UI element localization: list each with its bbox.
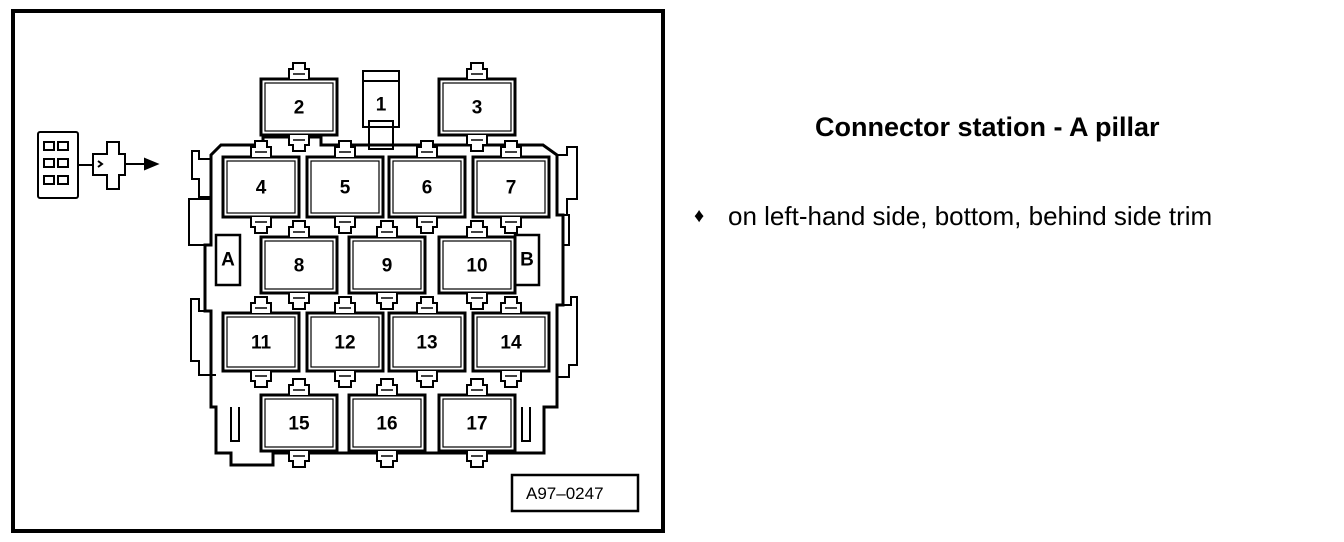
pin-12-label: 12 — [334, 333, 355, 354]
pin-5-label: 5 — [340, 178, 351, 199]
pin-15-label: 15 — [288, 414, 310, 435]
pin-1-lug — [362, 70, 400, 150]
pin-cavity-14: 14 — [471, 296, 551, 388]
pin-cavity-13: 13 — [387, 296, 467, 388]
left-housing-clips — [188, 150, 240, 442]
right-housing-clips — [521, 146, 578, 442]
pin-cavity-3: 3 — [437, 62, 517, 152]
pin-cavity-10: 10 — [437, 220, 517, 310]
mating-plug-sketch — [37, 131, 160, 199]
pin-7-label: 7 — [506, 178, 517, 199]
pin-14-label: 14 — [500, 333, 522, 354]
pin-11-label: 11 — [251, 333, 272, 354]
bullet-icon: ♦ — [694, 205, 705, 227]
pin-cavity-2: 2 — [259, 62, 339, 152]
side-marker-b: B — [513, 233, 541, 287]
pin-10-label: 10 — [466, 256, 487, 277]
pin-6-label: 6 — [422, 178, 433, 199]
pin-16-label: 16 — [376, 414, 397, 435]
pin-cavity-12: 12 — [305, 296, 385, 388]
pin-8-label: 8 — [294, 256, 305, 277]
reference-code-box: A97–0247 — [510, 473, 640, 513]
pin-cavity-15: 15 — [259, 378, 339, 468]
side-label-b: B — [520, 250, 534, 271]
note-item: ♦ on left-hand side, bottom, behind side … — [694, 201, 1212, 232]
pin-9-label: 9 — [382, 256, 393, 277]
pin-cavity-6: 6 — [387, 140, 467, 234]
pin-4-label: 4 — [256, 178, 267, 199]
pin-cavity-11: 11 — [221, 296, 301, 388]
note-text: on left-hand side, bottom, behind side t… — [728, 201, 1213, 231]
pin-17-label: 17 — [466, 414, 487, 435]
pin-cavity-7: 7 — [471, 140, 551, 234]
pin-cavity-8: 8 — [259, 220, 339, 310]
pin-cavity-5: 5 — [305, 140, 385, 234]
pin-1-label: 1 — [376, 95, 387, 116]
pin-cavity-17: 17 — [437, 378, 517, 468]
pin-cavity-16: 16 — [347, 378, 427, 468]
reference-code: A97–0247 — [526, 484, 604, 503]
pin-cavity-9: 9 — [347, 220, 427, 310]
pin-cavity-4: 4 — [221, 140, 301, 234]
pin-2-label: 2 — [294, 98, 305, 119]
pin-13-label: 13 — [416, 333, 437, 354]
page-title: Connector station - A pillar — [815, 112, 1160, 142]
side-marker-a: A — [214, 233, 242, 287]
pin-3-label: 3 — [472, 98, 483, 119]
side-label-a: A — [221, 250, 235, 271]
